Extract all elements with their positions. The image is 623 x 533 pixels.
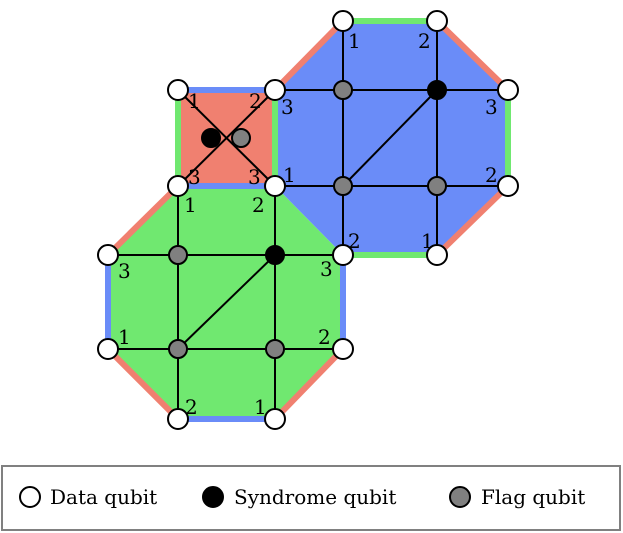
flag-qubit <box>265 339 285 359</box>
order-label: 1 <box>118 325 131 349</box>
data-qubit <box>167 408 189 430</box>
data-qubit <box>426 244 448 266</box>
order-label: 1 <box>348 29 361 53</box>
order-label: 2 <box>249 89 262 113</box>
flag-qubit <box>333 176 353 196</box>
circuit-lines <box>108 21 508 419</box>
order-label: 3 <box>248 165 261 189</box>
order-label: 3 <box>281 95 294 119</box>
circuit-line <box>177 89 276 187</box>
top-right-edge-red <box>434 18 511 93</box>
legend-syndrome-label: Syndrome qubit <box>234 485 396 509</box>
flag-qubit <box>168 245 188 265</box>
top-right-octagon-fill <box>275 21 508 255</box>
legend-flag-qubit-icon <box>449 486 471 508</box>
data-qubit <box>264 79 286 101</box>
order-label: 3 <box>188 165 201 189</box>
order-label: 1 <box>283 163 296 187</box>
flag-qubit <box>333 80 353 100</box>
order-label: 1 <box>421 229 434 253</box>
order-label: 2 <box>318 325 331 349</box>
bottom-left-edge-red <box>105 183 181 258</box>
order-label: 3 <box>485 95 498 119</box>
order-label: 3 <box>320 257 333 281</box>
syndrome-qubit <box>427 80 447 100</box>
legend-syndrome-qubit-icon <box>202 486 224 508</box>
order-label: 1 <box>188 89 201 113</box>
bottom-left-edge-red <box>105 346 181 422</box>
circuit-line <box>342 89 438 187</box>
data-qubit <box>497 79 519 101</box>
data-qubit <box>332 338 354 360</box>
flag-qubits <box>168 80 447 359</box>
legend-flag-label: Flag qubit <box>481 485 585 509</box>
top-right-edge-red <box>434 183 511 258</box>
syndrome-qubit <box>265 245 285 265</box>
order-label: 2 <box>185 395 198 419</box>
data-qubit <box>426 10 448 32</box>
order-label: 1 <box>254 395 267 419</box>
order-label: 1 <box>184 193 197 217</box>
data-qubit <box>97 244 119 266</box>
qubit-order-labels: 1 2 3 2 1 2 1 3 1 2 3 3 1 2 3 2 1 2 1 3 <box>118 29 498 419</box>
order-label: 2 <box>485 163 498 187</box>
data-qubit <box>97 338 119 360</box>
data-qubit <box>332 10 354 32</box>
data-qubit <box>497 175 519 197</box>
legend-data-qubit-icon <box>19 486 41 508</box>
syndrome-qubits <box>201 80 447 265</box>
top-right-octagon-plaquette <box>272 18 511 258</box>
order-label: 2 <box>348 229 361 253</box>
flag-qubit <box>168 339 188 359</box>
flag-qubit <box>231 128 251 148</box>
order-label: 2 <box>252 193 265 217</box>
legend-data-label: Data qubit <box>50 485 157 509</box>
syndrome-qubit <box>201 128 221 148</box>
data-qubit <box>167 79 189 101</box>
data-qubit <box>332 244 354 266</box>
data-qubits <box>97 10 519 430</box>
flag-qubit <box>427 176 447 196</box>
legend-box <box>1 465 621 531</box>
bottom-left-edge-red <box>272 346 346 422</box>
order-label: 2 <box>418 29 431 53</box>
legend: Data qubit Syndrome qubit Flag qubit <box>1 465 621 531</box>
top-right-edge-red <box>272 18 346 93</box>
order-label: 3 <box>118 259 131 283</box>
data-qubit <box>264 408 286 430</box>
data-qubit <box>264 175 286 197</box>
circuit-line <box>177 254 276 350</box>
data-qubit <box>167 175 189 197</box>
